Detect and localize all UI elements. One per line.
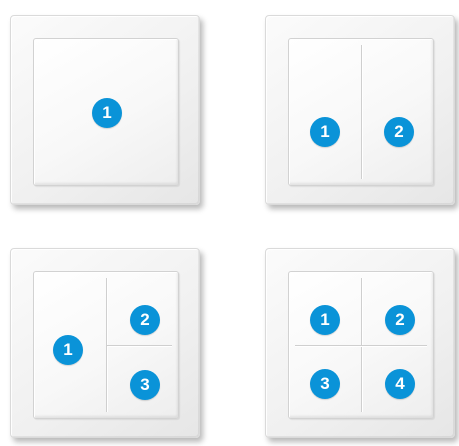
rocker-plate: 1 2 (288, 38, 434, 186)
quad-rocker-switch: 1 2 3 4 (265, 248, 455, 438)
rocker-plate: 1 2 3 (33, 271, 179, 419)
button-number-badge[interactable]: 3 (310, 369, 340, 399)
button-number-badge[interactable]: 1 (310, 117, 340, 147)
button-number-badge[interactable]: 2 (130, 305, 160, 335)
button-number-badge[interactable]: 2 (384, 117, 414, 147)
rocker-plate: 1 2 3 4 (288, 271, 434, 419)
button-number-badge[interactable]: 3 (130, 370, 160, 400)
button-number-badge[interactable]: 1 (310, 305, 340, 335)
button-number-badge[interactable]: 1 (53, 335, 83, 365)
single-rocker-switch: 1 (10, 15, 200, 205)
button-number-badge: 1 (92, 98, 122, 128)
button-number-badge[interactable]: 4 (385, 369, 415, 399)
horizontal-divider (107, 345, 172, 347)
rocker-plate[interactable]: 1 (33, 38, 179, 186)
button-number-badge[interactable]: 2 (385, 305, 415, 335)
vertical-divider (361, 45, 363, 179)
triple-rocker-switch: 1 2 3 (10, 248, 200, 438)
horizontal-divider (295, 345, 427, 347)
double-rocker-switch: 1 2 (265, 15, 455, 205)
